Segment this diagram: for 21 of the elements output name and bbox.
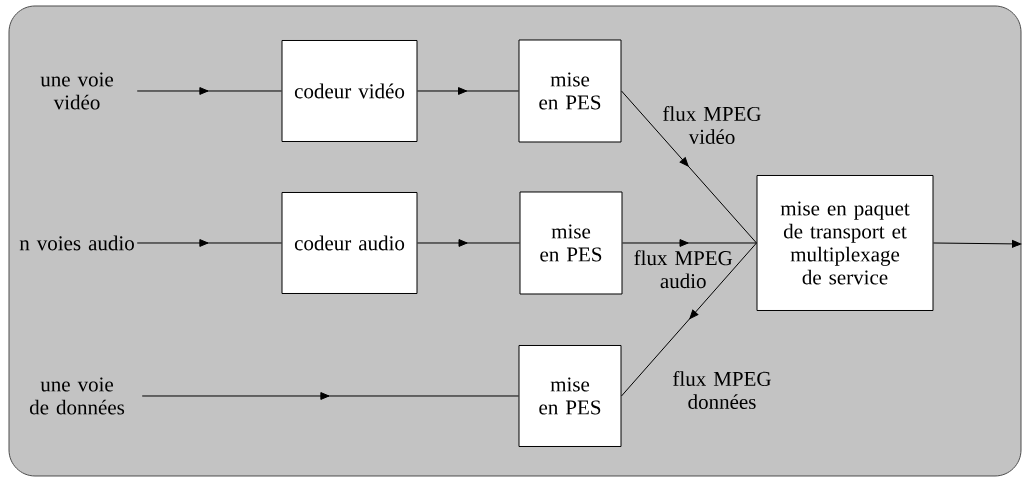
input-label: une voie vidéo xyxy=(40,72,113,110)
arrow xyxy=(136,239,282,247)
arrow xyxy=(621,242,757,397)
arrow xyxy=(141,392,519,400)
arrow xyxy=(933,240,1022,248)
process-box: mise en PES xyxy=(518,345,622,447)
process-box: mise en PES xyxy=(519,191,623,295)
edge-label: flux MPEG vidéo xyxy=(663,106,761,144)
input-label: n voies audio xyxy=(19,235,134,251)
edge-label: flux MPEG audio xyxy=(634,250,733,289)
process-box: codeur vidéo xyxy=(281,40,418,142)
process-box: codeur audio xyxy=(281,192,418,294)
arrow xyxy=(621,90,757,244)
process-box: mise en paquet de transport et multiplexage de service xyxy=(756,175,934,311)
arrow xyxy=(622,239,757,247)
process-box: mise en PES xyxy=(518,39,622,143)
arrow xyxy=(417,87,519,95)
arrow xyxy=(417,239,520,247)
input-label: une voie de données xyxy=(29,377,125,415)
arrow xyxy=(136,87,282,95)
edge-label: flux MPEG données xyxy=(673,371,771,409)
